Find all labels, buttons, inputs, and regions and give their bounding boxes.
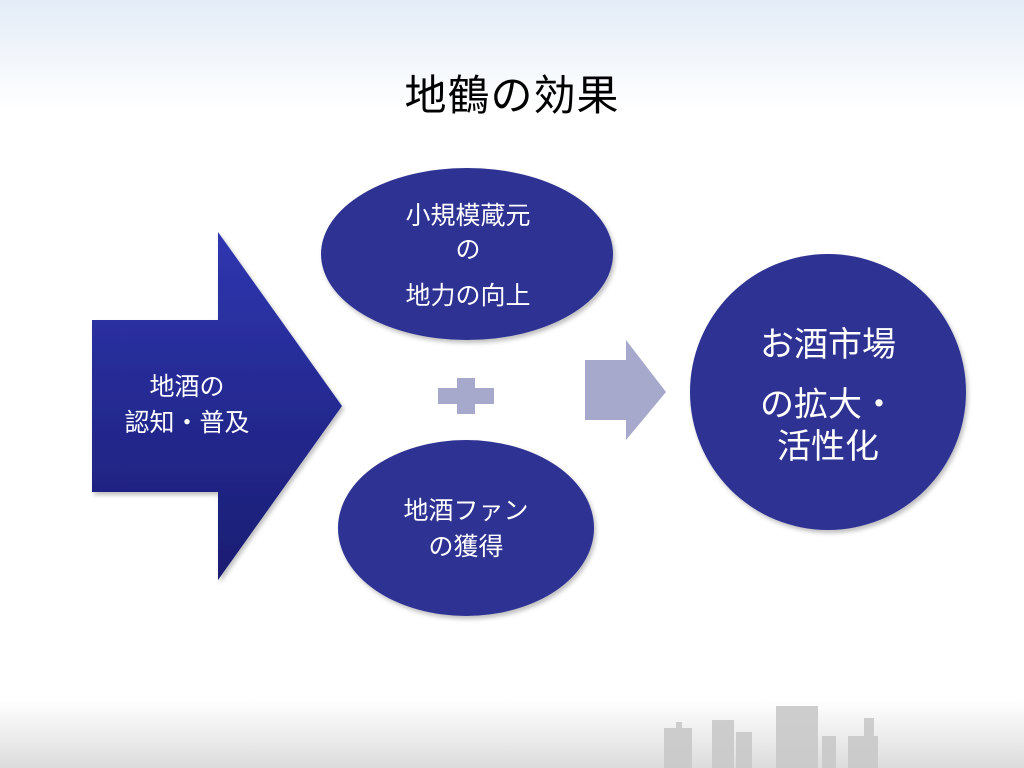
bottom-oval-line2: の獲得 [428,532,504,561]
left-arrow-label: 地酒の 認知・普及 [92,365,282,445]
bottom-oval-line1: 地酒ファン [403,496,529,525]
top-oval-label: 小規模蔵元 の 地力の向上 [322,188,614,324]
bottom-oval-label: 地酒ファン の獲得 [338,484,594,574]
result-circle-label: お酒市場 の拡大・ 活性化 [690,298,966,494]
left-arrow-line2: 認知・普及 [124,408,250,437]
skyline-decoration [664,706,878,768]
result-circle [690,254,966,530]
top-oval-line1: 小規模蔵元 [405,201,531,230]
bottom-oval [338,440,594,616]
top-oval-line3: 地力の向上 [405,281,531,310]
result-circle-line2: の拡大・ [760,385,896,425]
left-block-arrow [92,232,342,580]
top-oval-line2: の [455,235,481,264]
plus-icon [438,378,494,414]
left-arrow-line1: 地酒の [149,372,225,401]
result-circle-line3: 活性化 [777,427,879,467]
right-arrow-icon [585,340,666,440]
top-oval [321,168,613,340]
result-circle-line1: お酒市場 [760,325,896,365]
slide-title: 地鶴の効果 [404,71,620,120]
